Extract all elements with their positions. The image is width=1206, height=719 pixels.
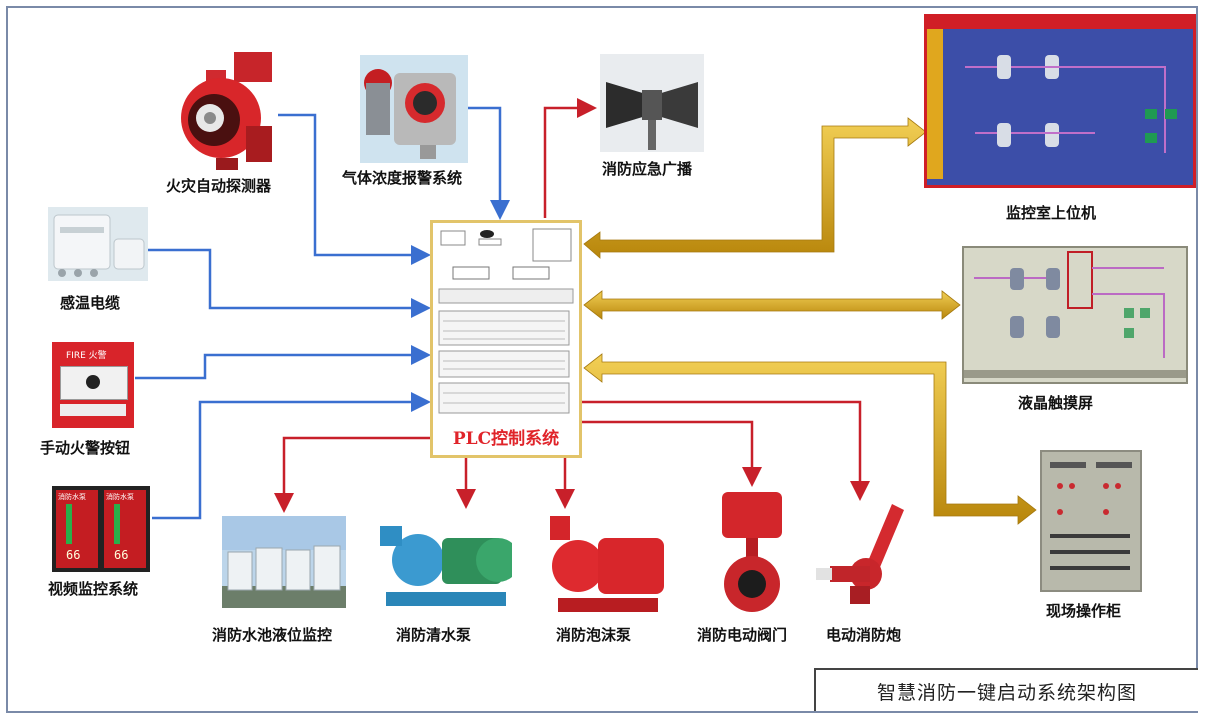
bidir-lcd [583, 290, 961, 320]
gas-alarm-label: 气体浓度报警系统 [342, 169, 463, 187]
foam-pump-device [548, 510, 670, 620]
cabinet-device [1040, 450, 1142, 592]
gas-alarm-device [360, 55, 468, 163]
plc-title: PLC控制系统 [452, 429, 560, 449]
pool-device [222, 516, 346, 608]
caption-box: 智慧消防一键启动系统架构图 [814, 668, 1198, 711]
heat-cable-label: 感温电缆 [60, 294, 121, 312]
lcd-device [962, 246, 1188, 384]
wire-video [152, 392, 431, 520]
heat-cable-device [48, 207, 148, 281]
wire-broadcast [543, 98, 597, 218]
video-right-value: 66 [114, 548, 129, 562]
water-pump-device [380, 508, 520, 612]
valve-device [712, 488, 794, 620]
wire-fire-detector [278, 113, 431, 265]
fire-detector-device [176, 48, 282, 170]
water-pump-label: 消防清水泵 [396, 626, 472, 644]
video-device: 消防水泵 消防水泵 66 66 [52, 486, 150, 572]
wire-gas-alarm [468, 106, 510, 220]
valve-label: 消防电动阀门 [697, 626, 788, 644]
plc-control-box: PLC控制系统 [430, 220, 582, 458]
wire-valve [582, 420, 762, 487]
cannon-label: 电动消防炮 [826, 626, 902, 644]
fire-detector-label: 火灾自动探测器 [166, 177, 272, 195]
broadcast-device [600, 54, 704, 152]
manual-alarm-device: FIRE 火警 [52, 342, 134, 428]
monitor-label: 监控室上位机 [1006, 204, 1097, 222]
foam-pump-label: 消防泡沫泵 [556, 626, 632, 644]
bidir-cabinet [583, 353, 1037, 525]
video-label: 视频监控系统 [48, 580, 139, 598]
monitor-device [924, 14, 1196, 188]
cannon-device [810, 496, 914, 608]
broadcast-label: 消防应急广播 [602, 160, 693, 178]
lcd-label: 液晶触摸屏 [1018, 394, 1094, 412]
manual-alarm-brand: FIRE 火警 [66, 351, 107, 361]
manual-alarm-label: 手动火警按钮 [40, 439, 131, 457]
video-right-label: 消防水泵 [106, 493, 134, 501]
wire-heat-cable [148, 248, 431, 318]
pool-label: 消防水池液位监控 [212, 626, 333, 644]
caption-text: 智慧消防一键启动系统架构图 [876, 682, 1137, 704]
video-left-value: 66 [66, 548, 81, 562]
wire-manual-alarm [135, 345, 431, 380]
wire-cannon [582, 400, 870, 501]
video-left-label: 消防水泵 [58, 493, 86, 501]
cabinet-label: 现场操作柜 [1046, 602, 1122, 620]
wire-pool [274, 436, 430, 513]
